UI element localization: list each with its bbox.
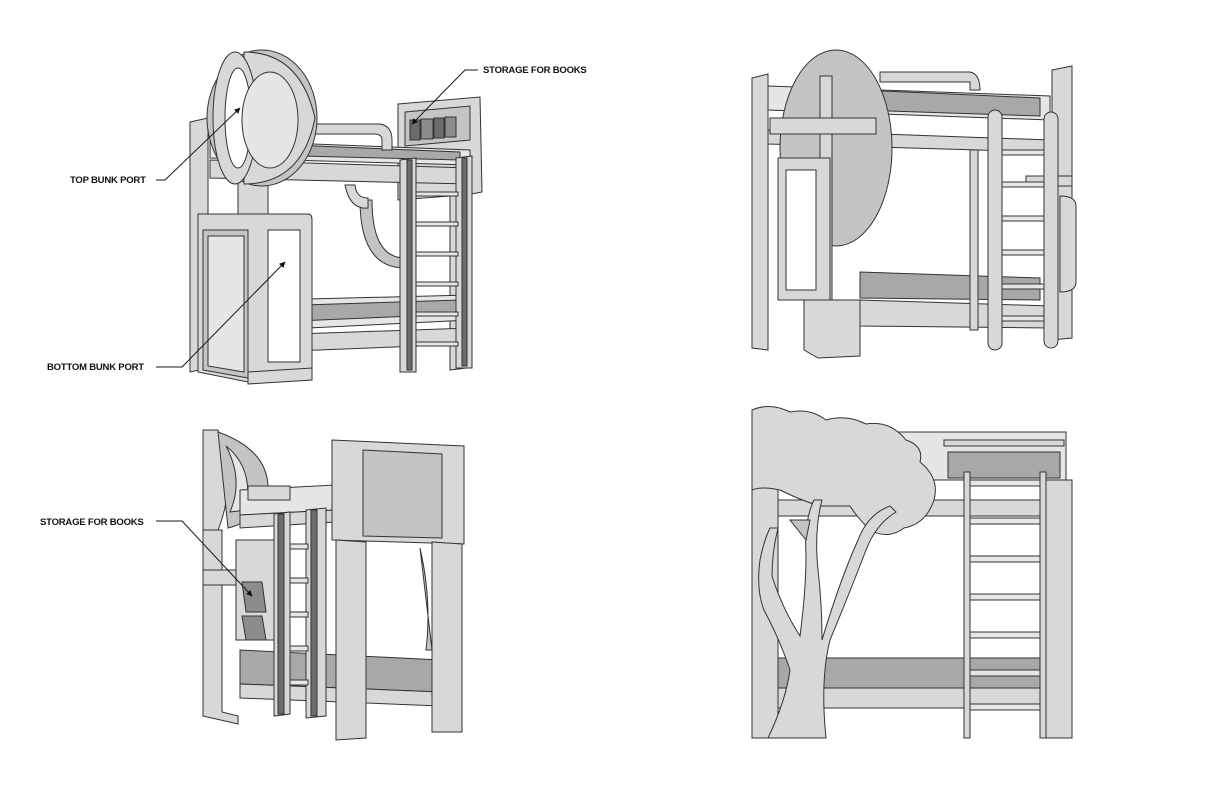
top-bunk-port-label: TOP BUNK PORT xyxy=(70,175,146,186)
view-front-perspective: TOP BUNK PORT BOTTOM BUNK PORT STORAGE F… xyxy=(47,49,587,385)
end-panel xyxy=(331,439,465,741)
ladder-front xyxy=(399,155,473,373)
ladder-elevation xyxy=(963,471,1047,739)
bottom-bunk-port-label: BOTTOM BUNK PORT xyxy=(47,362,144,373)
top-bunk-port-ring xyxy=(206,49,318,187)
callout-storage-books-2: STORAGE FOR BOOKS xyxy=(40,517,253,597)
view-rear-perspective xyxy=(751,49,1077,359)
callout-storage-books-1: STORAGE FOR BOOKS xyxy=(411,65,587,125)
view-tree-elevation xyxy=(751,406,1073,739)
book-storage-top xyxy=(409,116,457,141)
callout-top-bunk-port: TOP BUNK PORT xyxy=(70,107,241,186)
callout-bottom-bunk-port: BOTTOM BUNK PORT xyxy=(47,261,286,373)
ladder-rear xyxy=(987,109,1059,351)
storage-for-books-label-2: STORAGE FOR BOOKS xyxy=(40,517,144,528)
tree-trunk xyxy=(758,499,897,739)
ladder-side xyxy=(273,507,327,719)
storage-for-books-label-1: STORAGE FOR BOOKS xyxy=(483,65,587,76)
bottom-bunk-port-box xyxy=(197,213,313,385)
book-storage-side xyxy=(235,539,276,641)
view-side-perspective: STORAGE FOR BOOKS xyxy=(40,429,465,741)
